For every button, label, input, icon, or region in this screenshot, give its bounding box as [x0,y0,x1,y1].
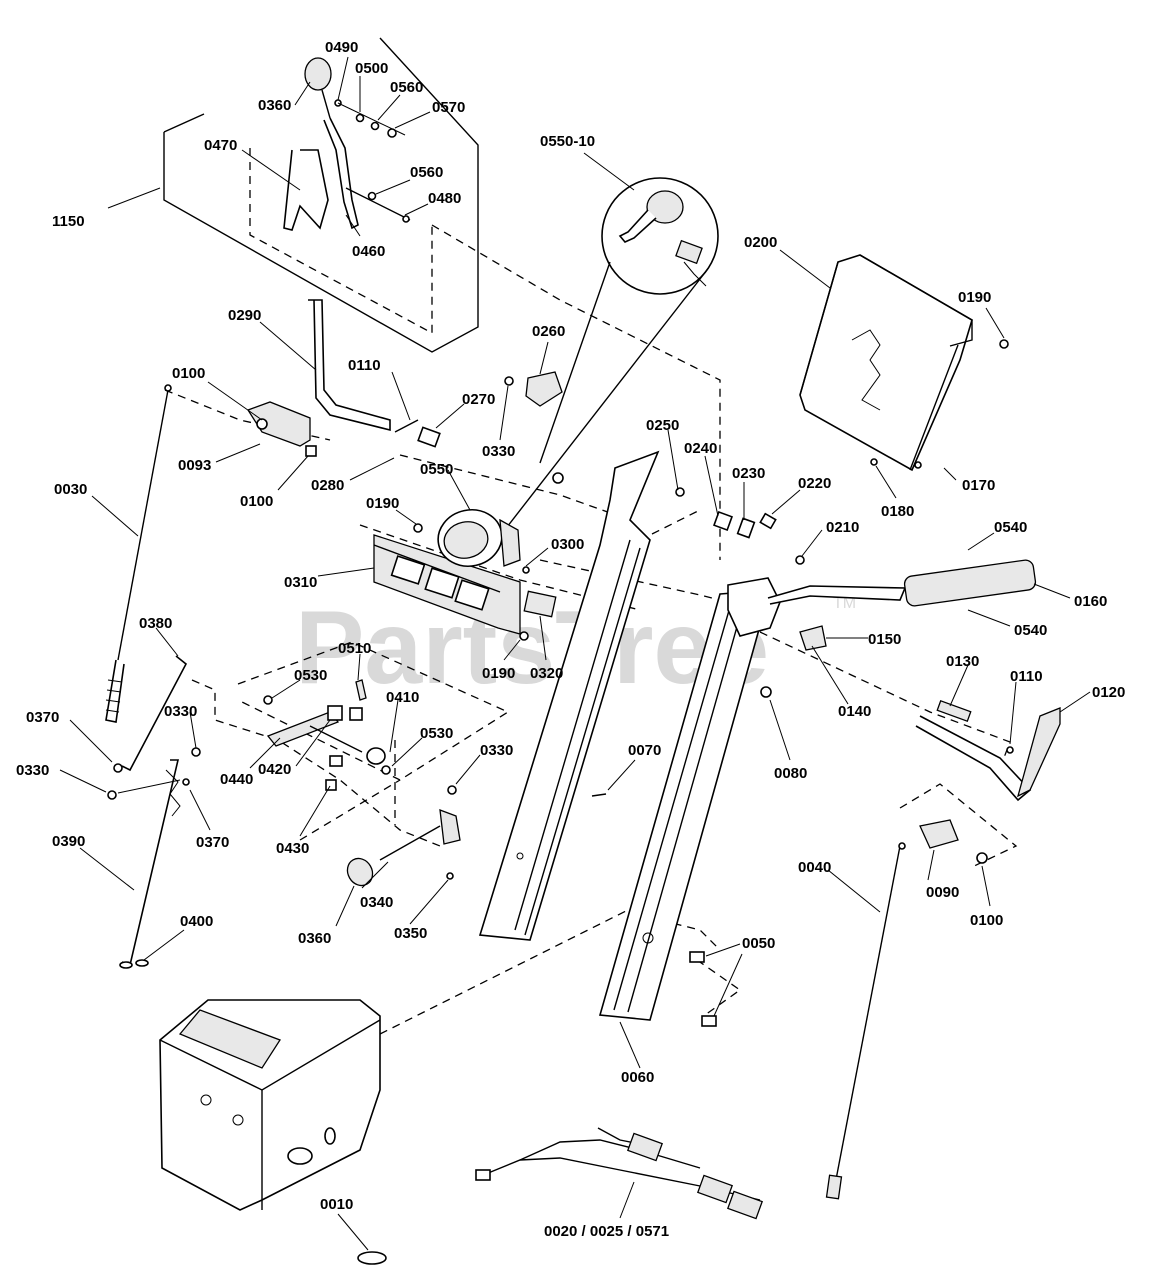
callout-0070: 0070 [628,742,661,759]
headlight-panel [373,509,557,641]
callout-0360: 0360 [298,930,331,947]
callout-0460: 0460 [352,243,385,260]
callout-0500: 0500 [355,60,388,77]
callout-0370: 0370 [26,709,59,726]
callout-0540: 0540 [1014,622,1047,639]
callout-0420: 0420 [258,761,291,778]
lever-0290 [247,299,514,457]
callout-0540: 0540 [994,519,1027,536]
callout-0510: 0510 [338,640,371,657]
callout-0340: 0340 [360,894,393,911]
callout-0090: 0090 [926,884,959,901]
callout-0180: 0180 [881,503,914,520]
watermark-trademark: TM [833,595,856,612]
callout-0290: 0290 [228,307,261,324]
parts-0260 [525,371,564,484]
callout-0130: 0130 [946,653,979,670]
handle-rails [478,450,1037,1021]
callout-0380: 0380 [139,615,172,632]
housing [159,999,387,1265]
callout-0560: 0560 [410,164,443,181]
callout-0430: 0430 [276,840,309,857]
callout-0570: 0570 [432,99,465,116]
callout-0260: 0260 [532,323,565,340]
knob-icon [304,57,332,91]
leader-lines [59,56,1091,1251]
shift-lever-inset [163,37,479,353]
callout-0110: 0110 [1010,668,1043,685]
callout-0400: 0400 [180,913,213,930]
callout-0320: 0320 [530,665,563,682]
callout-0160: 0160 [1074,593,1107,610]
callout-0360: 0360 [258,97,291,114]
switch-inset [499,177,719,537]
callout-0440: 0440 [220,771,253,788]
callout-0330: 0330 [480,742,513,759]
shift-rod [346,785,461,887]
callout-0390: 0390 [52,833,85,850]
callout-0530: 0530 [294,667,327,684]
linkage [263,679,391,791]
callout-0270: 0270 [462,391,495,408]
callout-0140: 0140 [838,703,871,720]
callout-0100: 0100 [970,912,1003,929]
callout-0100: 0100 [172,365,205,382]
cover-0200 [799,254,1009,472]
callout-0040: 0040 [798,859,831,876]
callout-0220: 0220 [798,475,831,492]
callout-0093: 0093 [178,457,211,474]
hardware-misc [591,793,717,1027]
callout-0110: 0110 [348,357,381,374]
levers-0380-0390 [107,655,201,969]
callout-0330: 0330 [164,703,197,720]
callout-labels: 0490 0500 0360 0560 0570 0470 0560 0480 … [16,39,1125,1240]
callout-0550: 0550 [420,461,453,478]
callout-0190: 0190 [482,665,515,682]
callout-0300: 0300 [551,536,584,553]
callout-0550-10: 0550-10 [540,133,595,150]
callout-0210: 0210 [826,519,859,536]
callout-0350: 0350 [394,925,427,942]
callout-0100: 0100 [240,493,273,510]
callout-0020-0025-0571: 0020 / 0025 / 0571 [544,1223,669,1240]
cable-0030 [105,384,172,723]
callout-0190: 0190 [958,289,991,306]
wiring-harness [475,1127,764,1220]
callout-0370: 0370 [196,834,229,851]
callout-0080: 0080 [774,765,807,782]
callout-0230: 0230 [732,465,765,482]
callout-0310: 0310 [284,574,317,591]
callout-0060: 0060 [621,1069,654,1086]
callout-0120: 0120 [1092,684,1125,701]
lever-0120 [915,699,1061,802]
callout-0560: 0560 [390,79,423,96]
callout-0490: 0490 [325,39,358,56]
callout-0280: 0280 [311,477,344,494]
callout-0240: 0240 [684,440,717,457]
callout-0200: 0200 [744,234,777,251]
callout-0480: 0480 [428,190,461,207]
callout-0330: 0330 [482,443,515,460]
callout-0530: 0530 [420,725,453,742]
callout-1150: 1150 [52,213,85,230]
callout-0150: 0150 [868,631,901,648]
callout-0190: 0190 [366,495,399,512]
callout-0250: 0250 [646,417,679,434]
callout-0410: 0410 [386,689,419,706]
callout-0470: 0470 [204,137,237,154]
callout-0170: 0170 [962,477,995,494]
callout-0330: 0330 [16,762,49,779]
callout-0030: 0030 [54,481,87,498]
callout-0010: 0010 [320,1196,353,1213]
callout-0050: 0050 [742,935,775,952]
cable-0040 [825,819,988,1200]
